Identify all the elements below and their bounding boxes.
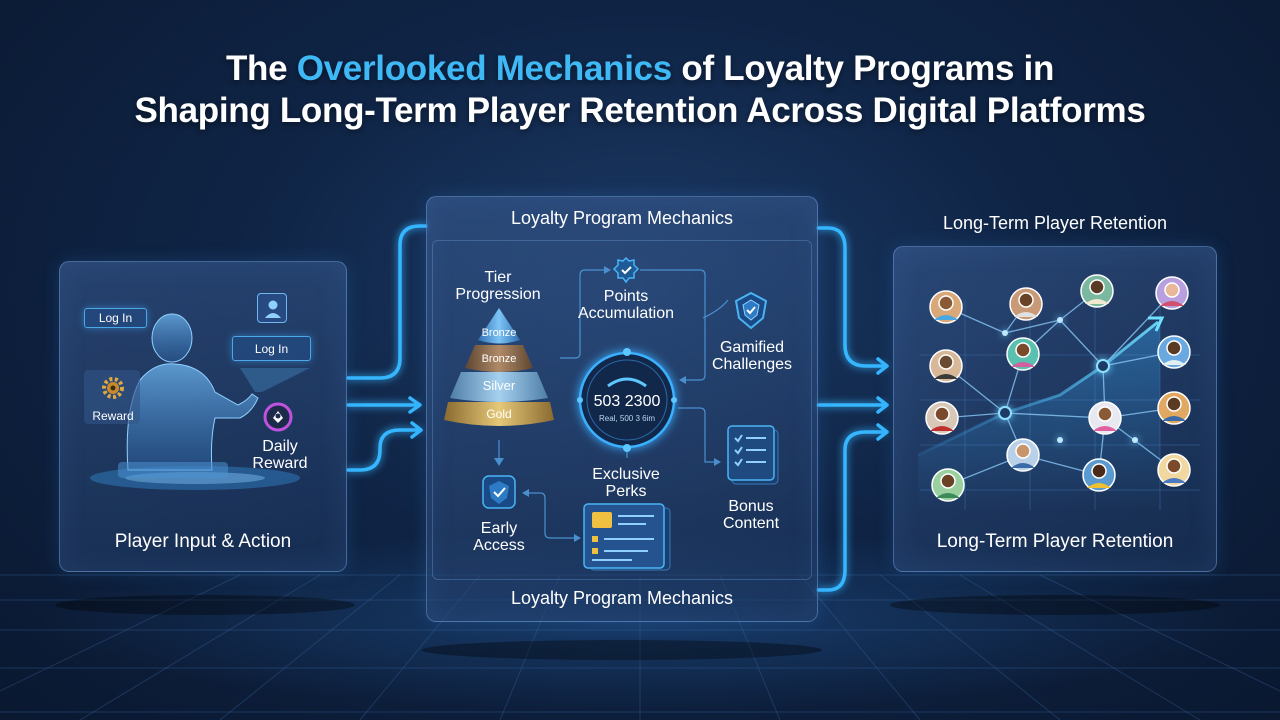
title-highlight: Overlooked Mechanics	[296, 49, 673, 88]
points-subtext: Real, 500 3 6im	[598, 414, 656, 423]
trend-arrow-icon	[917, 320, 1159, 457]
tier-label-gold: Gold	[486, 407, 512, 421]
tier-progression-label: Tier Progression	[455, 269, 541, 303]
user-icon	[257, 293, 287, 323]
exclusive-perks-label: Exclusive Perks	[592, 466, 660, 500]
arrow-left-top	[346, 224, 428, 380]
tier-label-bronze: Bronze	[481, 353, 517, 365]
shield-icon	[730, 290, 772, 332]
badge-icon	[612, 256, 640, 284]
arrow-right-low	[816, 430, 887, 592]
reward-label: Reward	[92, 409, 134, 423]
retention-caption: Long-Term Player Retention	[936, 531, 1174, 552]
avatar-group	[925, 274, 1191, 502]
player-input-caption: Player Input & Action	[114, 531, 292, 552]
middle-inner-frame	[432, 240, 812, 580]
login-chip-secondary[interactable]: Log In	[232, 336, 311, 361]
avatar	[1088, 401, 1122, 435]
avatar	[1080, 274, 1114, 308]
tier-label-bronze-top: Bronze	[481, 327, 517, 339]
daily-reward-label: Daily Reward	[252, 438, 308, 472]
arrow-left-low	[346, 428, 422, 472]
bonus-content-label: Bonus Content	[722, 498, 780, 532]
daily-reward-icon	[263, 402, 293, 432]
avatar	[929, 290, 963, 324]
tier-gold-layer	[444, 402, 554, 426]
perk-cards-icon	[582, 502, 672, 574]
checklist-icon	[726, 424, 782, 486]
avatar	[1157, 335, 1191, 369]
avatar	[1009, 287, 1043, 321]
tier-bronze-layer	[465, 345, 533, 372]
avatar	[1006, 337, 1040, 371]
early-access-label: Early Access	[473, 520, 525, 554]
tier-top-layer	[478, 308, 520, 344]
avatar	[1155, 276, 1189, 310]
arrow-right-top	[816, 226, 887, 368]
points-accumulation-label: Points Accumulation	[577, 288, 675, 322]
avatar	[1082, 458, 1116, 492]
early-access-icon	[481, 474, 517, 510]
tier-silver-layer	[450, 372, 548, 402]
avatar	[925, 401, 959, 435]
mechanics-heading-top: Loyalty Program Mechanics	[510, 208, 734, 228]
avatar	[1157, 453, 1191, 487]
gamified-challenges-label: Gamified Challenges	[711, 339, 793, 373]
title-pre: The	[225, 49, 297, 88]
gear-icon	[99, 374, 127, 402]
avatar	[931, 468, 965, 502]
points-value: 503 2300	[593, 393, 661, 410]
avatar	[1157, 391, 1191, 425]
tier-label-silver: Silver	[482, 378, 516, 393]
page-title: The Overlooked Mechanics of Loyalty Prog…	[0, 48, 1280, 132]
login-chip-primary[interactable]: Log In	[84, 308, 147, 328]
title-post: of Loyalty Programs in	[671, 49, 1055, 88]
avatar	[929, 349, 963, 383]
retention-heading: Long-Term Player Retention	[942, 213, 1168, 233]
avatar	[1006, 438, 1040, 472]
mechanics-heading-bottom: Loyalty Program Mechanics	[510, 588, 734, 608]
title-line2: Shaping Long-Term Player Retention Acros…	[134, 91, 1146, 130]
